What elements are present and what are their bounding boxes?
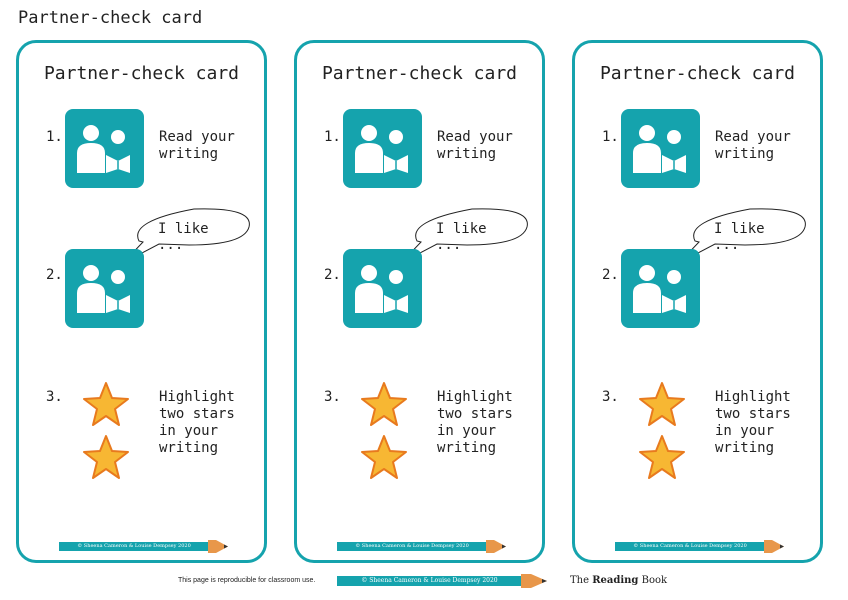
step-text: Highlight two stars in your writing <box>437 389 513 456</box>
step-number: 1. <box>324 129 341 145</box>
step-text: Read your writing <box>715 129 791 162</box>
pencil-tip-icon <box>486 540 506 553</box>
star-icon <box>361 435 407 479</box>
speech-bubble <box>124 208 250 261</box>
step-number: 1. <box>602 129 619 145</box>
pencil-tip-icon <box>521 574 547 588</box>
partner-check-card: Partner-check card 1. Read your writing … <box>572 40 823 563</box>
step-number: 3. <box>324 389 341 405</box>
star-icon <box>83 382 129 426</box>
speech-bubble <box>680 208 806 261</box>
step-text: Highlight two stars in your writing <box>159 389 235 456</box>
footer-copyright-bar: © Sheena Cameron & Louise Dempsey 2020 <box>337 576 522 586</box>
step-text: Read your writing <box>159 129 235 162</box>
step-number: 3. <box>602 389 619 405</box>
star-icon <box>639 435 685 479</box>
pencil-tip-icon <box>208 540 228 553</box>
step-number: 2. <box>46 267 63 283</box>
brand-suffix: Book <box>638 575 668 586</box>
step-text: Read your writing <box>437 129 513 162</box>
partners-reading-icon <box>65 249 144 328</box>
step-number: 3. <box>46 389 63 405</box>
step-number: 2. <box>324 267 341 283</box>
partners-reading-icon <box>621 249 700 328</box>
pencil-tip-icon <box>764 540 784 553</box>
star-icon <box>639 382 685 426</box>
credit-bar: © Sheena Cameron & Louise Dempsey 2020 <box>337 542 487 551</box>
partner-check-card: Partner-check card 1. Read your writing … <box>16 40 267 563</box>
brand-bold: Reading <box>592 575 639 586</box>
partners-reading-icon <box>343 109 422 188</box>
step-number: 2. <box>602 267 619 283</box>
brand-prefix: The <box>570 575 593 586</box>
partner-check-card: Partner-check card 1. Read your writing … <box>294 40 545 563</box>
reproducible-note: This page is reproducible for classroom … <box>178 577 316 584</box>
book-brand: The Reading Book <box>570 575 667 586</box>
credit-bar: © Sheena Cameron & Louise Dempsey 2020 <box>59 542 209 551</box>
step-number: 1. <box>46 129 63 145</box>
star-icon <box>361 382 407 426</box>
partners-reading-icon <box>621 109 700 188</box>
card-title: Partner-check card <box>321 63 518 84</box>
credit-bar: © Sheena Cameron & Louise Dempsey 2020 <box>615 542 765 551</box>
star-icon <box>83 435 129 479</box>
speech-bubble-text: I like ... <box>714 221 765 253</box>
speech-bubble <box>402 208 528 261</box>
card-title: Partner-check card <box>599 63 796 84</box>
step-text: Highlight two stars in your writing <box>715 389 791 456</box>
partners-reading-icon <box>343 249 422 328</box>
speech-bubble-text: I like ... <box>436 221 487 253</box>
speech-bubble-text: I like ... <box>158 221 209 253</box>
card-title: Partner-check card <box>43 63 240 84</box>
partners-reading-icon <box>65 109 144 188</box>
page-title: Partner-check card <box>18 8 203 28</box>
